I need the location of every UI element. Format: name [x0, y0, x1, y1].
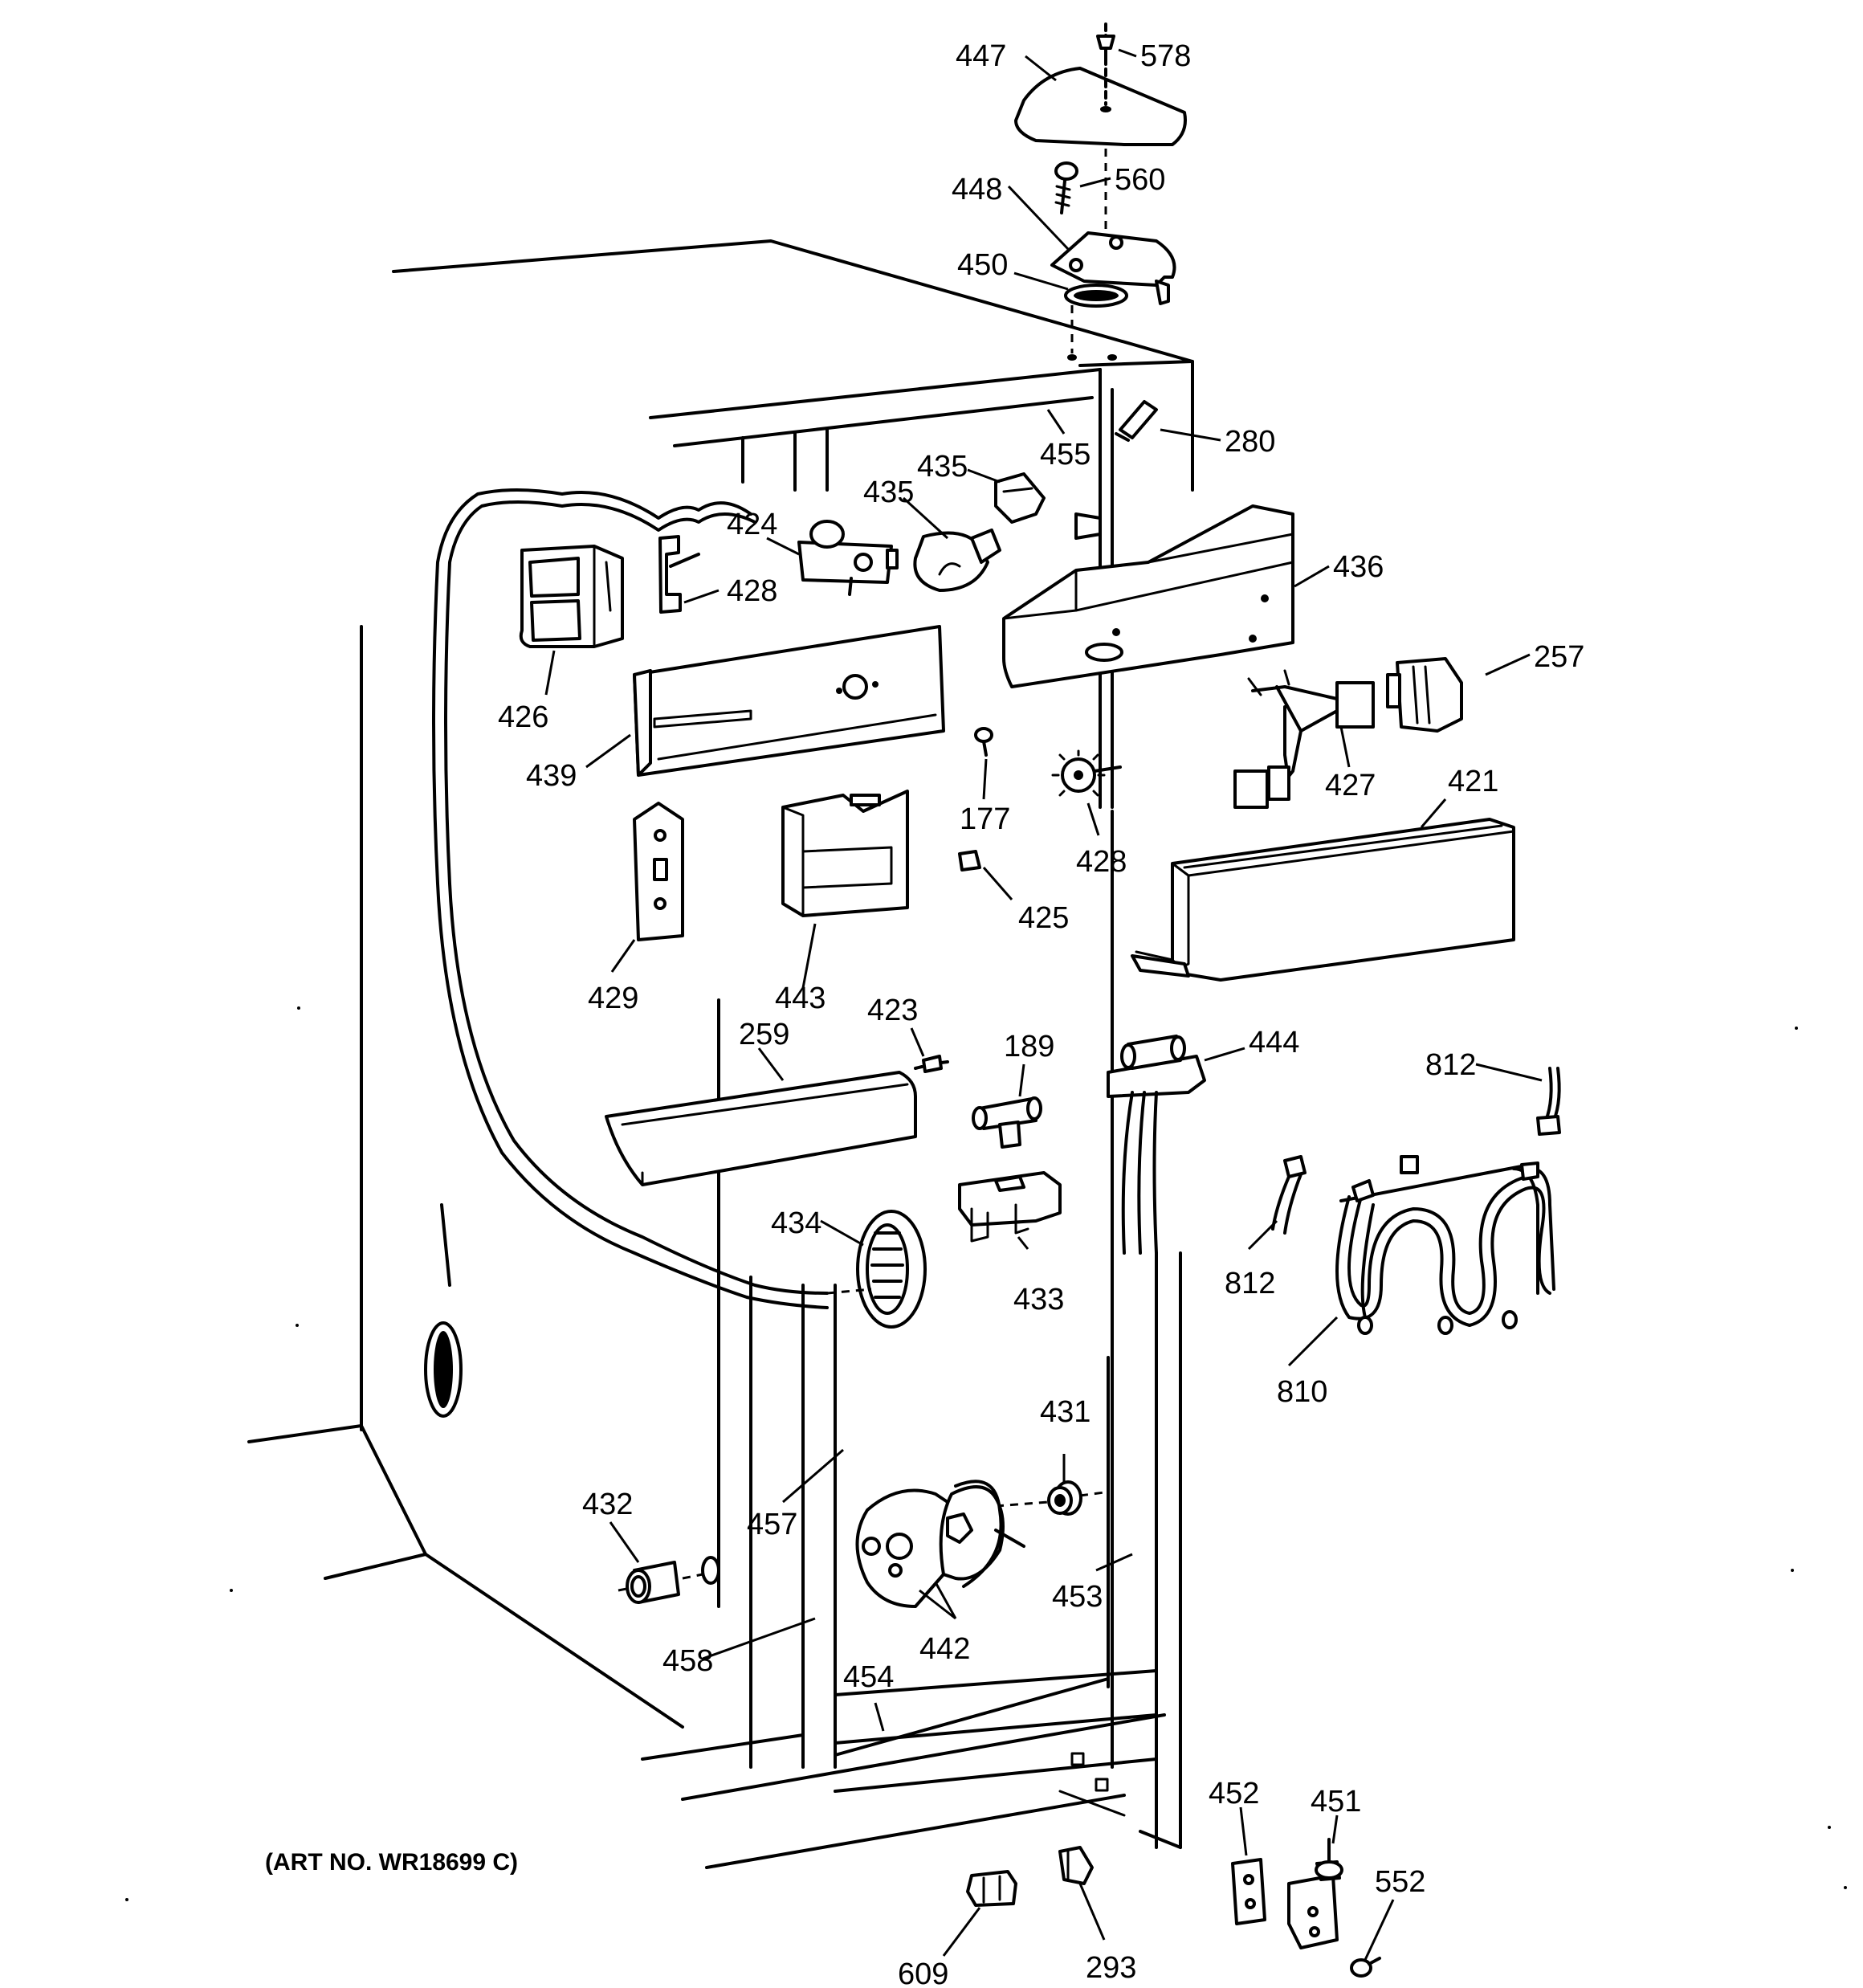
hinge-448	[1050, 231, 1176, 305]
hose-812-upper	[1536, 1067, 1561, 1136]
gear-428	[1051, 749, 1122, 797]
callout-457: 457	[747, 1508, 797, 1541]
callout-435a: 435	[917, 450, 968, 484]
callout-427: 427	[1325, 769, 1376, 802]
callout-280: 280	[1225, 425, 1275, 459]
cabinet-outline	[247, 239, 1194, 1869]
callout-423: 423	[867, 994, 918, 1027]
mount-433	[958, 1171, 1062, 1243]
art-number: (ART NO. WR18699 C)	[265, 1849, 518, 1876]
clip-293	[1058, 1846, 1094, 1885]
wire-harness-427	[1233, 669, 1375, 809]
control-bracket-443	[781, 790, 909, 917]
callout-455: 455	[1040, 438, 1090, 471]
bulb-socket-435	[994, 472, 1046, 524]
callout-454: 454	[843, 1660, 894, 1694]
light-housing-436	[1002, 504, 1294, 688]
callout-431: 431	[1040, 1395, 1090, 1429]
callout-609: 609	[898, 1957, 948, 1988]
light-bulb-435	[913, 529, 1001, 592]
screw-560	[1054, 149, 1107, 241]
callout-432: 432	[582, 1488, 633, 1521]
callout-177: 177	[960, 802, 1010, 836]
callout-428a: 428	[727, 574, 777, 608]
control-panel-439	[633, 625, 945, 777]
hinge-cover-447	[1014, 67, 1187, 146]
channel-421	[1131, 818, 1515, 982]
bracket-429	[633, 802, 684, 941]
switch-424	[797, 520, 899, 596]
hinge-451	[1287, 1838, 1343, 1949]
callout-812a: 812	[1425, 1048, 1476, 1082]
callout-433: 433	[1013, 1283, 1064, 1316]
valve-444	[1107, 1035, 1206, 1255]
bracket-280	[1115, 400, 1158, 442]
callout-293: 293	[1086, 1951, 1136, 1985]
callout-450: 450	[957, 248, 1008, 282]
callout-435b: 435	[863, 476, 914, 509]
cover-259	[605, 1071, 917, 1186]
callout-259: 259	[739, 1018, 789, 1051]
bracket-428-upper	[658, 535, 700, 614]
callout-425: 425	[1018, 901, 1069, 935]
callout-578: 578	[1140, 39, 1191, 73]
heater-810	[1335, 1155, 1555, 1335]
callout-448: 448	[952, 173, 1002, 206]
bushing-432	[618, 1556, 720, 1604]
foam-block-425	[958, 850, 981, 872]
callout-552: 552	[1375, 1865, 1425, 1899]
callout-439: 439	[526, 759, 577, 793]
switch-housing-426	[519, 545, 624, 648]
callout-810: 810	[1277, 1375, 1327, 1409]
callout-424: 424	[727, 508, 777, 541]
callout-812b: 812	[1225, 1267, 1275, 1300]
shim-452	[1231, 1858, 1266, 1925]
callout-426: 426	[498, 700, 548, 734]
scan-specks	[125, 1006, 1847, 1901]
callout-451: 451	[1311, 1785, 1361, 1819]
callout-458: 458	[662, 1644, 713, 1678]
callout-labels: 578 447 560 448 450 280 455 435 435 424 …	[498, 39, 1584, 1988]
leader-lines	[544, 48, 1543, 1961]
callout-443: 443	[775, 982, 826, 1015]
callout-436: 436	[1333, 550, 1384, 584]
callout-442: 442	[919, 1632, 970, 1666]
callout-447: 447	[956, 39, 1006, 73]
callout-560: 560	[1115, 163, 1165, 197]
screw-177	[974, 727, 993, 757]
callout-434: 434	[771, 1206, 821, 1240]
control-442	[855, 1480, 1025, 1608]
callout-189: 189	[1004, 1030, 1054, 1063]
clip-609	[966, 1870, 1017, 1907]
shim-450	[1064, 284, 1128, 361]
grommet-434	[826, 1210, 927, 1329]
tee-fitting-189	[972, 1096, 1042, 1149]
fitting-423	[914, 1055, 949, 1073]
callout-444: 444	[1249, 1026, 1299, 1059]
callout-453: 453	[1052, 1580, 1103, 1614]
callout-429: 429	[588, 982, 638, 1015]
callout-257: 257	[1534, 640, 1584, 674]
callout-428b: 428	[1076, 845, 1127, 879]
callout-452: 452	[1209, 1777, 1259, 1810]
screw-578	[1096, 22, 1115, 106]
screw-552	[1350, 1957, 1381, 1978]
hose-812-lower	[1271, 1155, 1307, 1235]
knob-431	[995, 1480, 1105, 1516]
defrost-timer-257	[1386, 657, 1463, 733]
callout-421: 421	[1448, 765, 1498, 798]
